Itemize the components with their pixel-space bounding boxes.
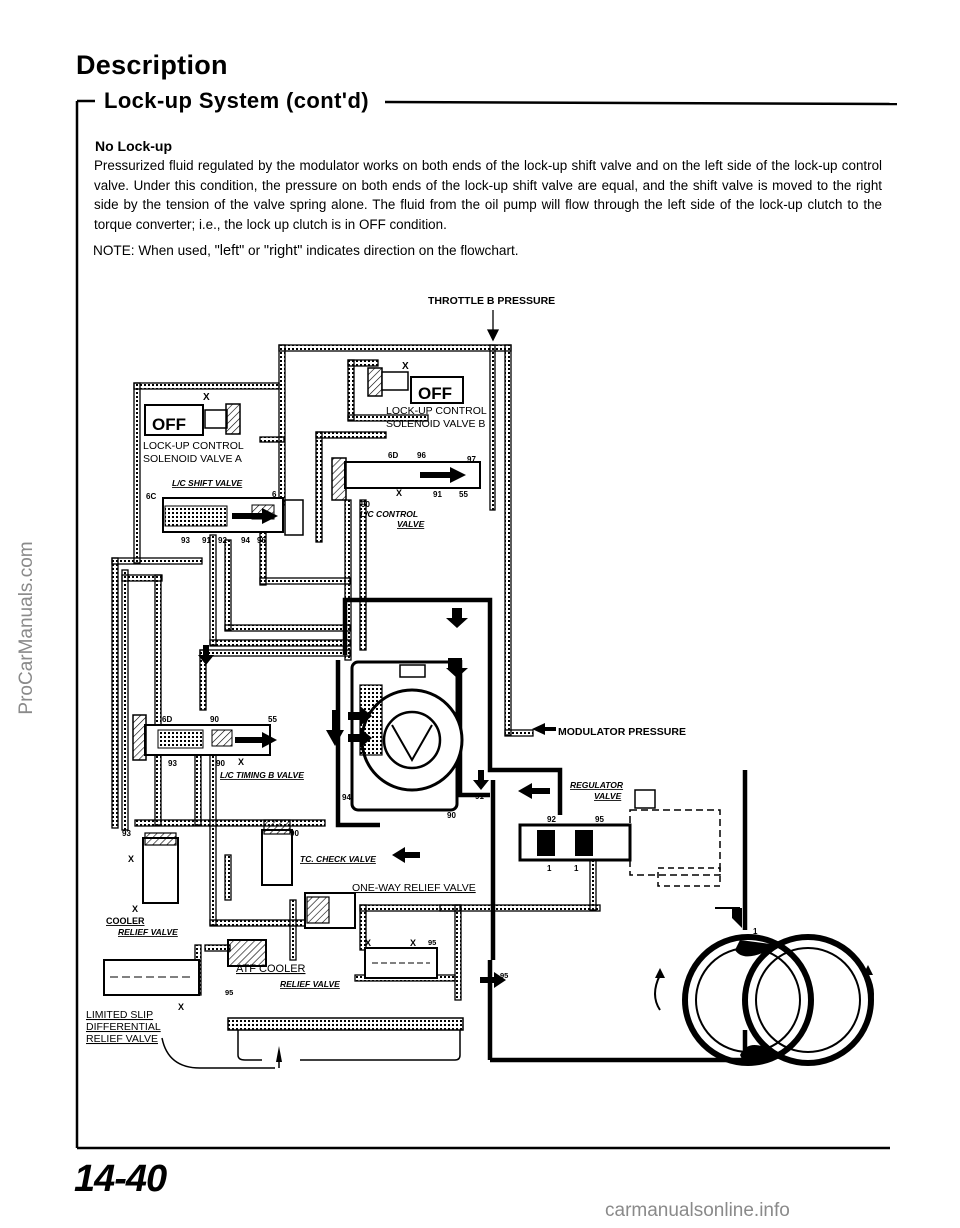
watermark-bottom: carmanualsonline.info [605,1200,790,1221]
svg-text:90: 90 [210,715,219,724]
cooler-relief-label-1: COOLER [106,916,145,926]
svg-text:1: 1 [547,864,552,873]
section-subheading: Lock-up System (cont'd) [104,88,370,113]
oil-strainer [227,1017,464,1068]
one-way-relief-valve: ONE-WAY RELIEF VALVE [304,882,476,929]
lc-control-valve: 6D 96 97 90 91 55 X L/C CONTROL VALVE [331,451,481,529]
svg-text:X: X [203,392,210,403]
torque-converter: 94 91 90 [326,660,484,820]
atf-cooler-label: ATF COOLER [236,963,306,975]
note-suffix: indicates direction on the flowchart. [302,243,519,258]
solenoid-b-label-2: SOLENOID VALVE B [386,418,485,430]
tc-check-valve: 90 TC. CHECK VALVE [261,819,376,886]
svg-text:93: 93 [122,829,131,838]
svg-text:6: 6 [272,490,277,499]
solenoid-valve-b: OFF LOCK-UP CONTROL SOLENOID VALVE B X [367,361,487,430]
regulator-valve: REGULATOR VALVE 92 95 1 1 [518,780,721,887]
oil-pump: 1 [654,907,874,1066]
watermark-side: ProCarManuals.com [16,541,37,715]
lsd-label-3: RELIEF VALVE [86,1033,158,1045]
lc-timing-b-valve-label: L/C TIMING B VALVE [220,770,304,780]
svg-text:93: 93 [181,536,190,545]
svg-text:55: 55 [459,490,468,499]
svg-text:55: 55 [268,715,277,724]
regulator-valve-label-2: VALVE [594,791,622,801]
lc-shift-valve-label: L/C SHIFT VALVE [172,478,243,488]
solenoid-b-label-1: LOCK-UP CONTROL [386,405,487,417]
flow-arrows [198,608,489,863]
svg-text:X: X [128,854,134,864]
lsd-label-2: DIFFERENTIAL [86,1021,161,1033]
note-text: NOTE: When used, "left" or "right" indic… [93,243,519,259]
note-right-word: "right" [263,243,303,259]
relief-valve: X X 95 RELIEF VALVE 95 [280,938,508,989]
svg-text:X: X [238,757,244,767]
svg-text:1: 1 [753,927,758,936]
solenoid-valve-a: OFF LOCK-UP CONTROL SOLENOID VALVE A X [143,392,244,465]
atf-cooler: ATF COOLER 95 [225,939,306,997]
svg-text:97: 97 [467,455,476,464]
solenoid-a-label-2: SOLENOID VALVE A [143,453,242,465]
svg-text:6D: 6D [388,451,398,460]
svg-text:90: 90 [290,829,299,838]
modulator-pressure-label: MODULATOR PRESSURE [558,726,686,738]
note-left-word: "left" [214,243,245,259]
svg-text:X: X [178,1002,184,1012]
svg-text:91: 91 [202,536,211,545]
svg-text:95: 95 [595,815,604,824]
tc-check-valve-label: TC. CHECK VALVE [300,854,376,864]
page-number: 14-40 [74,1158,167,1200]
svg-text:X: X [132,904,138,914]
svg-text:93: 93 [168,759,177,768]
description-paragraph: Pressurized fluid regulated by the modul… [94,158,882,232]
cooler-relief-label-2: RELIEF VALVE [118,927,178,937]
regulator-valve-label-1: REGULATOR [570,780,624,790]
svg-text:92: 92 [547,815,556,824]
svg-text:94: 94 [342,793,351,802]
relief-valve-label: RELIEF VALVE [280,979,340,989]
solenoid-b-state: OFF [418,384,452,403]
page-heading: Description [76,50,228,80]
solenoid-a-label-1: LOCK-UP CONTROL [143,440,244,452]
lsd-label-1: LIMITED SLIP [86,1009,153,1021]
one-way-relief-label: ONE-WAY RELIEF VALVE [352,882,476,894]
cooler-relief-valve: 93 X X COOLER RELIEF VALVE [106,829,179,937]
svg-text:6C: 6C [146,492,156,501]
svg-text:1: 1 [574,864,579,873]
svg-text:90: 90 [216,759,225,768]
svg-text:X: X [410,938,416,948]
note-prefix: NOTE: When used, [93,243,215,258]
svg-text:X: X [402,361,409,372]
svg-text:6D: 6D [162,715,172,724]
lc-timing-b-valve: 6D 90 55 93 90 X L/C TIMING B VALVE [132,714,304,780]
svg-text:96: 96 [257,536,266,545]
lc-control-valve-label-1: L/C CONTROL [360,509,418,519]
svg-text:95: 95 [225,988,233,997]
svg-text:91: 91 [433,490,442,499]
lc-control-valve-label-2: VALVE [397,519,425,529]
svg-text:90: 90 [447,811,456,820]
svg-text:X: X [365,938,371,948]
throttle-b-pressure-label: THROTTLE B PRESSURE [428,295,555,307]
svg-text:95: 95 [500,971,508,980]
note-middle: or [244,243,264,258]
section-title: No Lock-up [95,138,172,154]
solenoid-a-state: OFF [152,415,186,434]
svg-text:X: X [396,488,402,498]
lsd-relief-valve: X LIMITED SLIP DIFFERENTIAL RELIEF VALVE [86,959,275,1069]
svg-text:94: 94 [241,536,250,545]
svg-text:90: 90 [361,500,370,509]
svg-text:96: 96 [417,451,426,460]
svg-text:91: 91 [475,792,484,801]
svg-text:95: 95 [428,938,436,947]
lc-shift-valve: L/C SHIFT VALVE 6C 93 91 92 94 96 6 [146,478,304,545]
svg-text:92: 92 [218,536,227,545]
